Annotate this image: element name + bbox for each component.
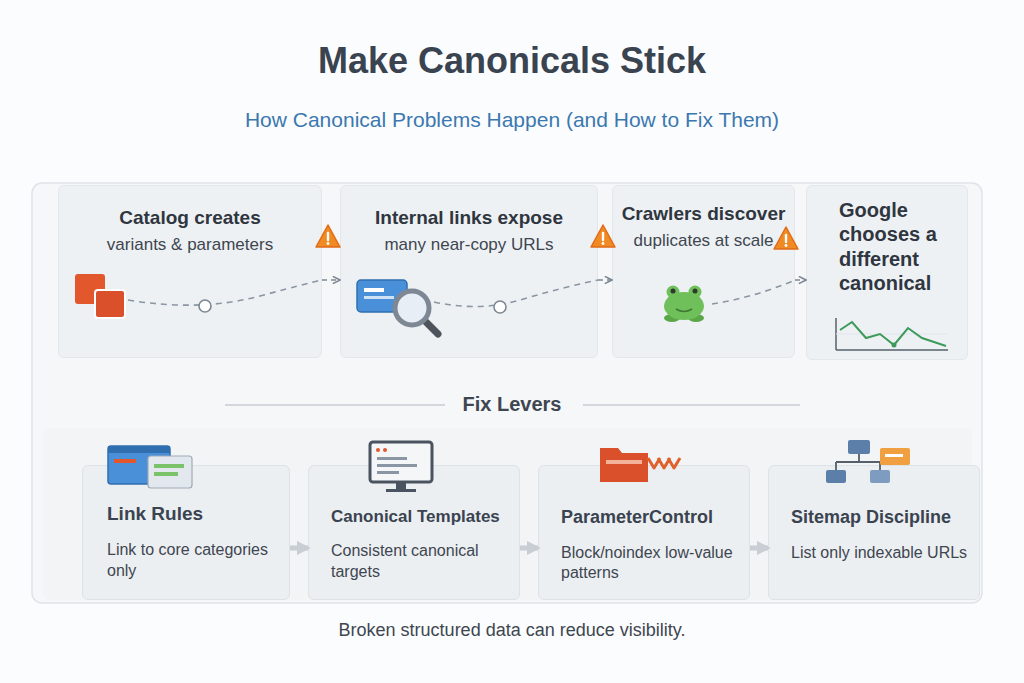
link-rules-icon-part	[108, 446, 170, 453]
links-icon-part	[364, 288, 384, 292]
ranking-chart-icon-part	[836, 349, 948, 351]
template-monitor-icon-part	[396, 482, 406, 489]
template-monitor-icon-part	[386, 489, 416, 492]
fix-levers-rules-part	[225, 404, 445, 406]
node-heading: Link Rules	[107, 502, 277, 526]
ranking-chart-icon-part	[892, 343, 897, 348]
crawler-frog-icon-part	[671, 289, 676, 294]
warning-triangles-part-part	[602, 233, 604, 240]
catalog-icon-part	[95, 290, 125, 318]
parameter-folder-icon-part	[606, 460, 642, 464]
template-monitor-icon-part	[383, 448, 387, 452]
template-monitor-icon-part	[370, 442, 432, 482]
dash-nodes-part	[199, 300, 211, 312]
parameter-folder-icon-part	[648, 458, 680, 468]
dash-nodes-part	[494, 301, 506, 313]
template-monitor-icon-part	[377, 464, 417, 467]
parameter-folder-icon-part	[600, 448, 648, 482]
node-heading: Google chooses a different canonical	[839, 198, 959, 296]
warning-triangles-part-part	[327, 242, 330, 245]
node-body: duplicates at scale	[621, 230, 786, 251]
crawler-frog-icon-part	[693, 289, 698, 294]
flow-arrow	[290, 546, 308, 551]
fix-levers-rules-part	[583, 404, 800, 406]
subtitle: How Canonical Problems Happen (and How t…	[0, 108, 1024, 132]
node-body: List only indexable URLs	[791, 543, 969, 564]
outer-panel	[32, 183, 982, 603]
diagram-title: Make Canonicals Stick	[0, 40, 1024, 82]
dashed-connector	[795, 279, 806, 281]
links-icon-part	[364, 296, 394, 299]
link-rules-icon-part	[114, 459, 136, 463]
link-rules-icon-part	[148, 456, 192, 488]
node-heading: ParameterControl	[561, 506, 739, 529]
crawler-frog-icon-part	[689, 286, 702, 299]
template-monitor-icon-part	[377, 457, 407, 460]
process-box: Catalog creates variants & parameters	[58, 185, 322, 358]
process-box: Crawlers discover duplicates at scale	[612, 185, 795, 358]
sitemap-network-icon-part	[880, 448, 910, 465]
process-box: Internal links expose many near-copy URLs	[340, 185, 598, 358]
link-rules-icon	[108, 446, 192, 488]
section-heading: Fix Levers	[412, 393, 612, 416]
warning-triangles-part-part	[327, 233, 329, 240]
template-monitor-icon-part	[377, 471, 399, 474]
node-heading: Canonical Templates	[331, 506, 509, 527]
flow-arrow	[750, 546, 768, 551]
node-body: many near-copy URLs	[351, 234, 587, 255]
node-heading: Sitemap Discipline	[791, 506, 969, 529]
fix-lever-box: Canonical TemplatesConsistent canonical …	[308, 465, 520, 600]
crawler-frog-icon-part	[667, 286, 680, 299]
dashed-connector	[598, 279, 612, 281]
warning-triangles-part-part	[785, 244, 788, 247]
node-body: variants & parameters	[69, 234, 311, 255]
sitemap-network-icon-part	[826, 470, 846, 483]
template-monitor-icon-part	[376, 448, 380, 452]
flow-arrow	[520, 546, 538, 551]
node-body: Consistent canonical targets	[331, 541, 509, 583]
warning-triangles-part-part	[602, 242, 605, 245]
node-heading: Crawlers discover	[621, 202, 786, 226]
sitemap-network-icon-part	[848, 440, 870, 454]
dashed-connector	[322, 279, 340, 281]
node-body: Block/noindex low-value patterns	[561, 543, 739, 585]
sitemap-network-icon-part	[885, 454, 903, 457]
warning-triangles-part-part	[785, 235, 787, 242]
fix-lever-box: ParameterControlBlock/noindex low-value …	[538, 465, 750, 600]
ranking-chart-icon-part	[836, 334, 948, 335]
caption: Broken structured data can reduce visibi…	[0, 620, 1024, 641]
link-rules-icon-part	[154, 472, 178, 476]
node-heading: Catalog creates	[69, 206, 311, 230]
node-body: Link to core categories only	[107, 540, 277, 582]
crawler-frog-icon-part	[676, 309, 692, 312]
sitemap-network-icon-part	[870, 470, 890, 483]
links-icon-part	[395, 291, 429, 325]
link-rules-icon-part	[154, 464, 184, 468]
fix-lever-box: Sitemap DisciplineList only indexable UR…	[768, 465, 980, 600]
node-heading: Internal links expose	[351, 206, 587, 230]
